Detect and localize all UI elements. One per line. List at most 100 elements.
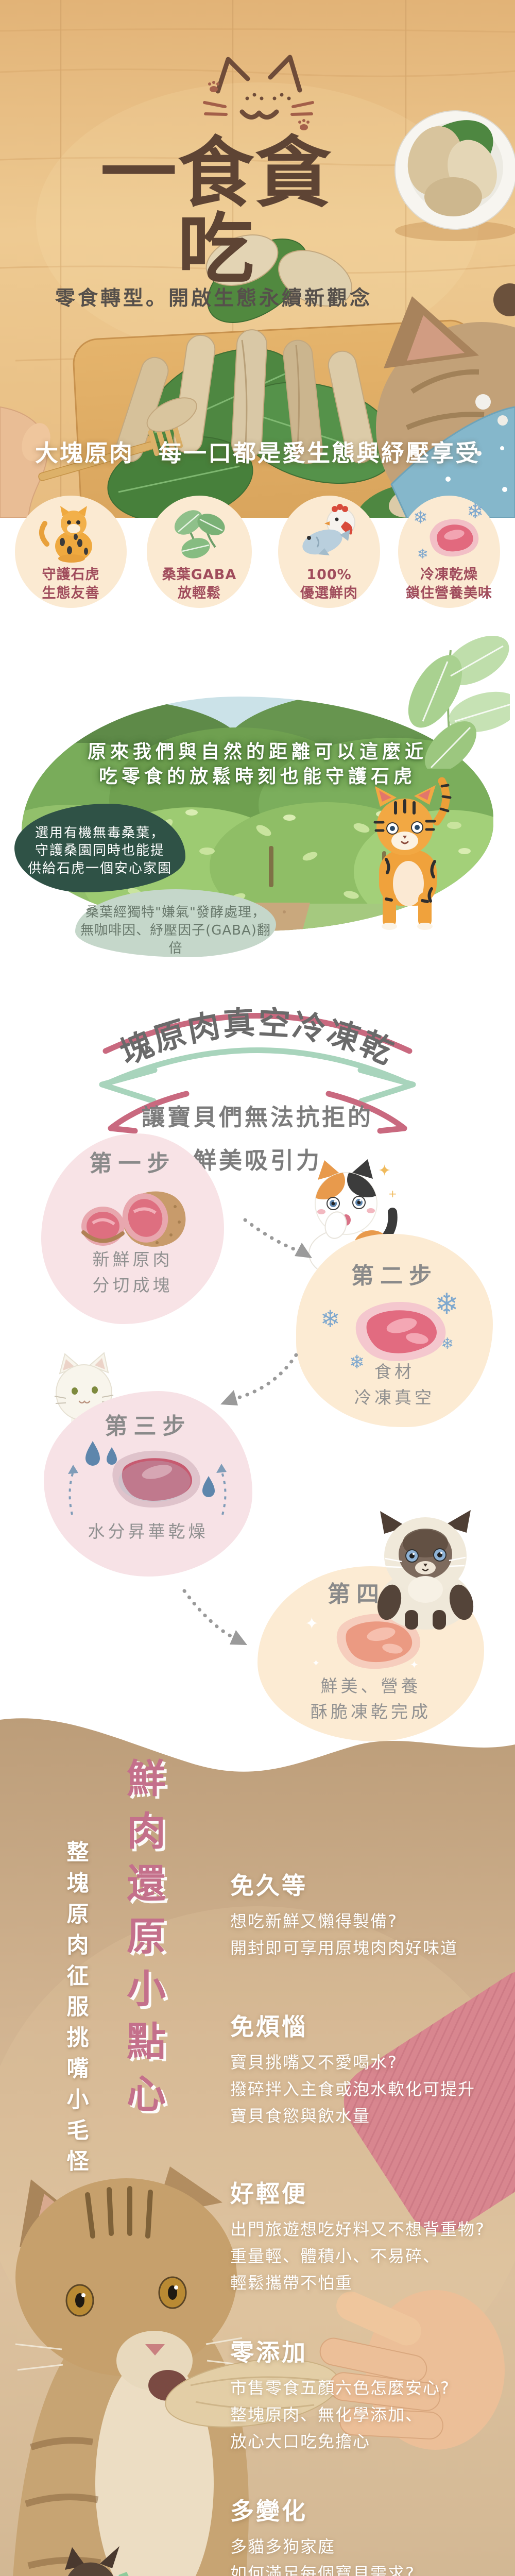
svg-text:✦: ✦ <box>378 1162 391 1180</box>
hero-subtitle: 零食轉型。開啟生態永續新觀念 <box>55 287 372 310</box>
brand-logo: 一食貪吃 <box>100 129 332 294</box>
tabby-cat-treat-photo <box>13 2166 249 2576</box>
badge-label: 放輕鬆 <box>178 585 221 602</box>
badge-label: 桑葉GABA <box>162 567 237 583</box>
svg-text:❄: ❄ <box>349 1352 365 1372</box>
leopard-cat-illustration <box>373 777 452 930</box>
note-line: 供給石虎一個安心家園 <box>27 860 172 876</box>
svg-text:+: + <box>388 1188 397 1200</box>
arrow-step1-to-step2 <box>243 1218 312 1258</box>
paw-print-icon <box>208 81 310 130</box>
svg-text:❄: ❄ <box>435 1287 459 1321</box>
process-subtitle-line2: 鮮美吸引力 <box>193 1147 322 1174</box>
ribbon-pink-arc <box>102 1013 413 1054</box>
nature-heading-line2: 吃零食的放鬆時刻也能守護石虎 <box>98 766 416 787</box>
svg-text:❄: ❄ <box>320 1305 340 1333</box>
svg-text:❄: ❄ <box>467 503 484 523</box>
feature-line: 開封即可享用原塊肉肉好味道 <box>230 1938 458 1958</box>
feature-line: 撥碎拌入主食或泡水軟化可提升 <box>230 2079 476 2099</box>
step3-label: 第三步 <box>105 1413 192 1439</box>
svg-text:❄: ❄ <box>417 547 428 562</box>
svg-text:✦: ✦ <box>305 1614 319 1633</box>
feature-title: 好輕便 <box>230 2180 307 2208</box>
badge-leopard-cat: 守護石虎 生態友善 <box>15 496 127 608</box>
sparkle-icon: ✦+ <box>378 1162 397 1200</box>
decorative-leaves <box>408 635 510 769</box>
feature-line: 放心大口吃免擔心 <box>230 2431 371 2451</box>
pink-sweater-sleeve <box>344 1970 515 2233</box>
caption-line: 冷凍真空 <box>354 1387 435 1408</box>
bottom-section-background <box>0 1718 515 2576</box>
badge-freeze-dried: ❄❄❄ 冷凍乾燥 鎖住營養美味 <box>398 496 500 608</box>
badge-fresh-meat: 100% 優選鮮肉 <box>278 496 380 608</box>
caption-line: 鮮美、營養 <box>320 1676 421 1696</box>
caption-line: 分切成塊 <box>92 1275 173 1295</box>
treat-bowl <box>394 110 515 241</box>
svg-text:❄: ❄ <box>413 507 428 528</box>
note-line: 無咖啡因、紓壓因子(GABA)翻倍 <box>80 923 271 957</box>
feature-line: 寶貝食慾與飲水量 <box>230 2106 371 2126</box>
arrow-step2-to-step3 <box>220 1353 298 1405</box>
features-vertical-subtitle: 整塊原肉征服挑嘴小毛怪 <box>63 1840 89 2180</box>
feature-versatile: 多變化 多貓多狗家庭 如何滿足每個寶貝需求? 凍乾零食酥脆易剝散， 方便調整每個… <box>230 2493 503 2576</box>
step2-caption: 食材 冷凍真空 <box>296 1359 493 1410</box>
svg-text:✦: ✦ <box>410 1658 419 1671</box>
badge-mulberry-gaba: 桑葉GABA 放輕鬆 <box>147 496 252 608</box>
feature-line: 出門旅遊想吃好料又不想背重物? <box>230 2219 485 2239</box>
badge-label: 守護石虎 <box>42 567 100 583</box>
badge-label: 優選鮮肉 <box>300 585 358 602</box>
feature-no-additives: 零添加 市售零食五顏六色怎麼安心? 整塊原肉、無化學添加、 放心大口吃免擔心 <box>230 2334 503 2455</box>
mulberry-leaves-icon <box>174 510 225 558</box>
hero-photo-illustration <box>0 0 515 518</box>
feature-line: 重量輕、體積小、不易碎、 <box>230 2246 441 2266</box>
caption-line: 酥脆凍乾完成 <box>311 1701 431 1722</box>
process-banner: 整塊原肉真空冷凍乾燥 <box>0 976 416 1134</box>
ribbon-mint-arc <box>108 1047 407 1085</box>
caption-line: 新鮮原肉 <box>92 1249 173 1269</box>
step1-label: 第一步 <box>89 1150 176 1177</box>
tabby-cat-photo <box>376 283 515 518</box>
caption-line: 水分昇華乾燥 <box>88 1521 209 1541</box>
hero-caption: 大塊原肉 每一口都是愛生態與紓壓享受 <box>35 439 480 467</box>
step3-caption: 水分昇華乾燥 <box>44 1519 252 1545</box>
fresh-meat-icon <box>302 504 355 555</box>
caption-line: 食材 <box>374 1362 415 1382</box>
deckchair-cat-illustration <box>65 2546 129 2576</box>
leopard-cat-icon <box>39 506 92 563</box>
feature-line: 如何滿足每個寶貝需求? <box>230 2563 415 2576</box>
feature-lightweight: 好輕便 出門旅遊想吃好料又不想背重物? 重量輕、體積小、不易碎、 輕鬆攜帶不怕重 <box>230 2175 503 2296</box>
frozen-meat-icon: ❄❄❄❄ <box>320 1287 459 1372</box>
sublimation-meat-icon <box>68 1441 227 1515</box>
features-vertical-title: 鮮肉還原小點心 <box>120 1758 166 2126</box>
hand-holding-treat <box>319 2290 505 2450</box>
feature-no-worry: 免煩惱 寶貝挑嘴又不愛喝水? 撥碎拌入主食或泡水軟化可提升 寶貝食慾與飲水量 <box>230 2008 503 2129</box>
feature-line: 市售零食五顏六色怎麼安心? <box>230 2378 450 2398</box>
cat-paw <box>493 283 515 316</box>
ribbon-tails <box>99 1067 416 1134</box>
note-line: 桑葉經獨特"嫌氣"發酵處理， <box>85 905 266 920</box>
wooden-fork-icon <box>38 397 197 481</box>
siamese-cat-illustration <box>377 1510 474 1630</box>
arrow-step3-to-step4 <box>182 1589 247 1645</box>
badge-label: 100% <box>306 567 352 583</box>
organic-mulberry-note: 選用有機無毒桑葉， 守護桑園同時也能提 供給石虎一個安心家園 <box>14 804 185 892</box>
feature-title: 零添加 <box>230 2338 307 2366</box>
badge-label: 鎖住營養美味 <box>406 585 492 602</box>
feature-line: 整塊原肉、無化學添加、 <box>230 2404 423 2425</box>
note-line: 守護桑園同時也能提 <box>35 843 165 859</box>
droplet-icon <box>85 1441 215 1497</box>
fresh-meat-cut-icon <box>81 1191 186 1247</box>
vapor-arrow-icon <box>68 1470 227 1515</box>
freeze-dried-result-icon: ✦✦✦✦ <box>305 1609 424 1671</box>
feature-no-waiting: 免久等 想吃新鮮又懶得製備? 開封即可享用原塊肉肉好味道 <box>230 1867 503 1962</box>
step4-caption: 鮮美、營養 酥脆凍乾完成 <box>258 1673 484 1724</box>
gaba-fermentation-note: 桑葉經獨特"嫌氣"發酵處理， 無咖啡因、紓壓因子(GABA)翻倍 <box>75 889 276 957</box>
process-subtitle-line1: 讓寶貝們無法抗拒的 <box>141 1104 373 1131</box>
feature-title: 免久等 <box>230 1872 307 1900</box>
snowflake-icon: ❄ ❄ ❄ <box>413 500 484 562</box>
calico-cat-illustration: ✦+ <box>308 1159 398 1279</box>
logo-cat-doodle <box>203 55 314 130</box>
step1-caption: 新鮮原肉 分切成塊 <box>41 1247 224 1298</box>
feature-title: 多變化 <box>230 2497 307 2525</box>
